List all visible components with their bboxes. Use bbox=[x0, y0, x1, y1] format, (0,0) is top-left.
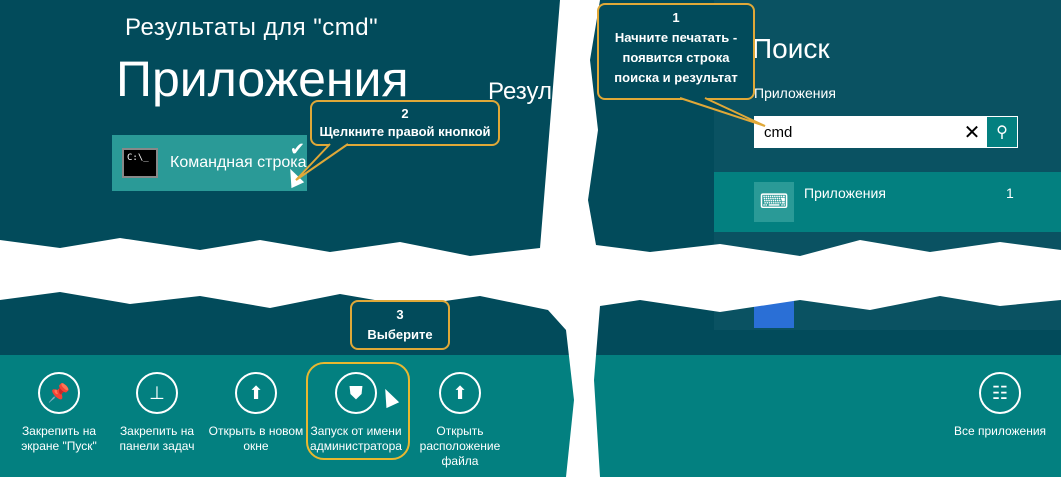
tile-label: Командная строка bbox=[170, 154, 307, 171]
apps-heading: Приложения bbox=[116, 51, 409, 107]
search-value: cmd bbox=[764, 123, 793, 141]
callout-text: Щелкните правой кнопкой bbox=[319, 124, 491, 139]
folder-icon: ⬆ bbox=[439, 372, 481, 414]
run-as-admin-button[interactable]: ⛊ Запуск от имени администратора bbox=[306, 372, 406, 454]
clear-icon[interactable]: ✕ bbox=[963, 121, 981, 144]
pin-icon: 📌 bbox=[38, 372, 80, 414]
result-apps-row[interactable]: ⌨ Приложения 1 bbox=[714, 172, 1061, 232]
callout-number: 3 bbox=[396, 307, 404, 322]
check-icon: ✔ bbox=[289, 139, 305, 159]
result-count: 1 bbox=[1006, 185, 1014, 201]
new-window-icon: ⬆ bbox=[235, 372, 277, 414]
app-bar bbox=[0, 355, 1061, 477]
callout-number: 1 bbox=[672, 10, 680, 25]
all-apps-icon: ☷ bbox=[979, 372, 1021, 414]
command-label: Открыть расположение файла bbox=[419, 424, 501, 468]
apps-keyboard-icon: ⌨ bbox=[754, 182, 794, 222]
search-title: Поиск bbox=[752, 33, 830, 64]
taskbar-pin-icon: ⊥ bbox=[136, 372, 178, 414]
results-title: Результаты для "cmd" bbox=[125, 14, 379, 41]
all-apps-button[interactable]: ☷ Все приложения bbox=[950, 372, 1050, 439]
command-label: Все приложения bbox=[953, 424, 1047, 438]
command-label: Запуск от имени администратора bbox=[310, 424, 402, 453]
callout-number: 2 bbox=[401, 106, 409, 121]
callout-1-pointer bbox=[679, 97, 766, 127]
search-input[interactable]: cmd ✕ ⚲ bbox=[754, 116, 1018, 148]
pin-taskbar-button[interactable]: ⊥ Закрепить на панели задач bbox=[107, 372, 207, 454]
command-label: Открыть в новом окне bbox=[208, 424, 304, 453]
callout-text: Начните печатать - появится строка поиск… bbox=[614, 30, 738, 85]
open-new-window-button[interactable]: ⬆ Открыть в новом окне bbox=[206, 372, 306, 454]
pin-start-button[interactable]: 📌 Закрепить на экране "Пуск" bbox=[9, 372, 109, 454]
search-icon[interactable]: ⚲ bbox=[987, 117, 1017, 147]
highlight-ring bbox=[306, 362, 410, 460]
callout-text: Выберите bbox=[367, 327, 433, 342]
cmd-icon: C:\_ bbox=[122, 148, 158, 178]
cmd-app-tile[interactable]: C:\_ Командная строка ✔ bbox=[112, 135, 307, 191]
command-label: Закрепить на панели задач bbox=[119, 424, 195, 453]
callout-2-pointer bbox=[295, 143, 349, 181]
result-label: Приложения bbox=[804, 185, 886, 201]
search-scope[interactable]: Приложения bbox=[754, 85, 836, 101]
open-file-location-button[interactable]: ⬆ Открыть расположение файла bbox=[410, 372, 510, 469]
shield-icon: ⛊ bbox=[335, 372, 377, 414]
partial-heading: Резул bbox=[488, 78, 552, 105]
command-label: Закрепить на экране "Пуск" bbox=[21, 424, 97, 453]
